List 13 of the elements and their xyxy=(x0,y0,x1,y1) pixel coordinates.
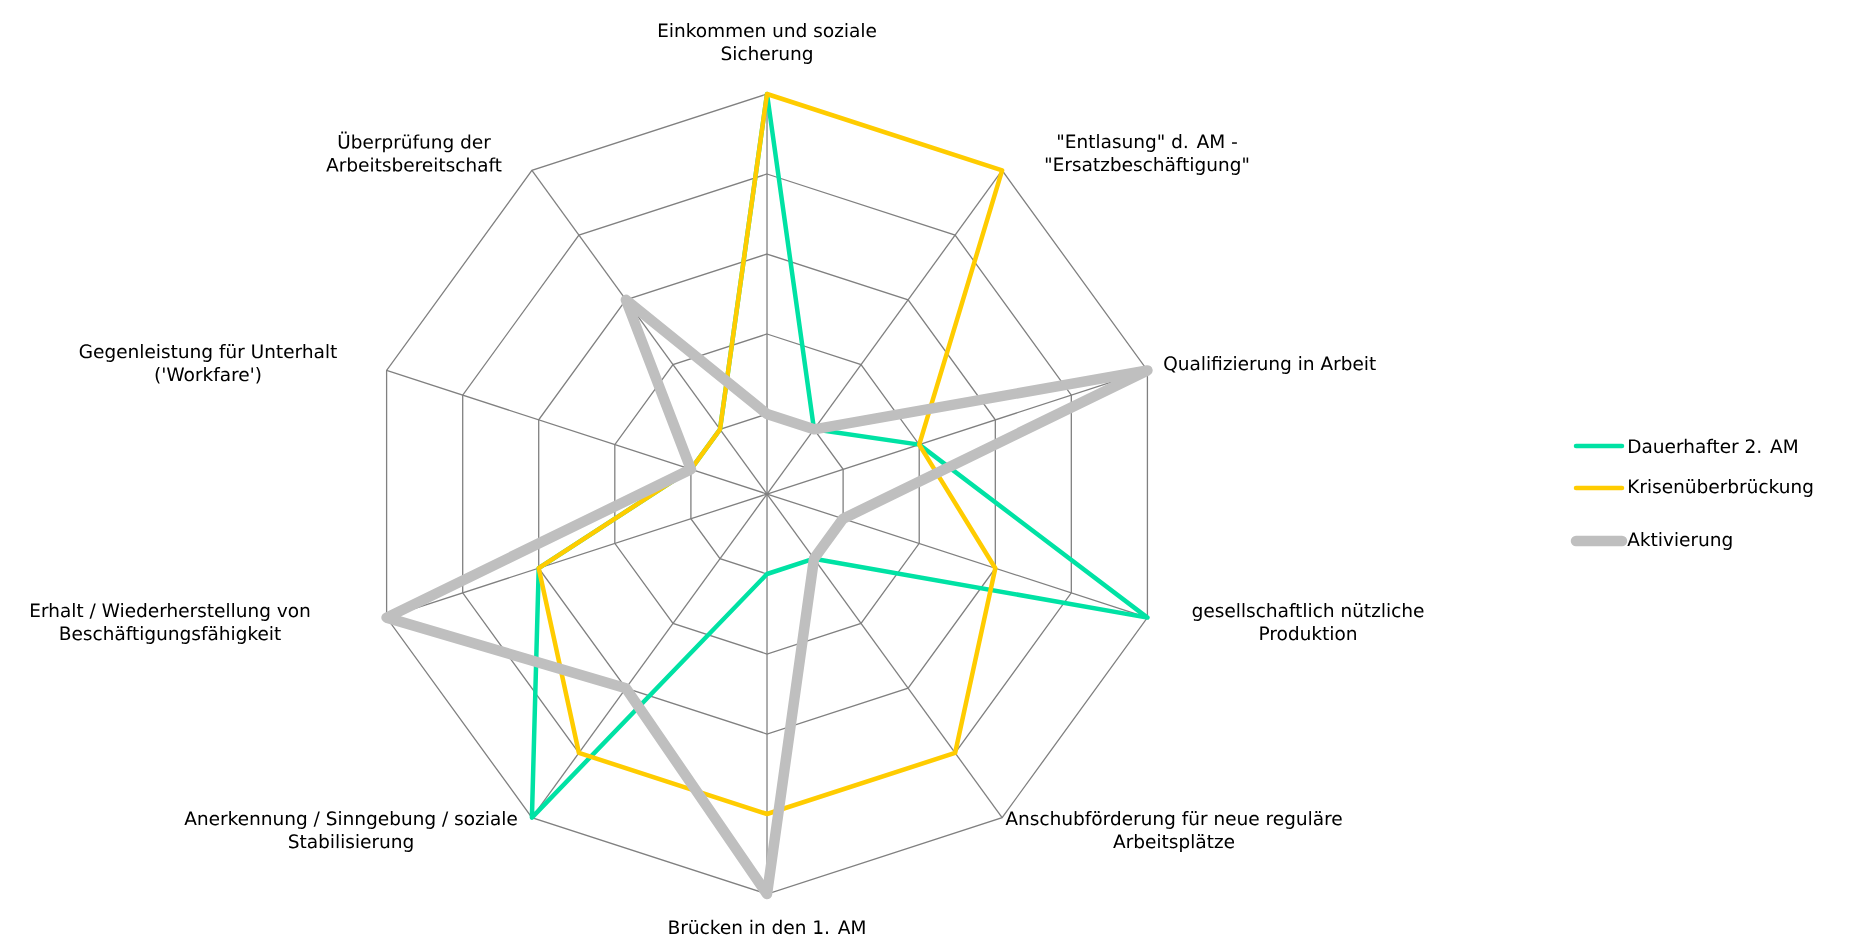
axis-label: gesellschaftlich nützliche Produktion xyxy=(1192,603,1424,641)
legend-label: Krisenüberbrückung xyxy=(1629,479,1813,497)
axis-label: Anschubförderung für neue reguläre Arbeitsplätze xyxy=(1005,811,1342,852)
axis-label: Brücken in den 1. AM xyxy=(669,919,865,935)
axis-label: Einkommen und soziale Sicherung xyxy=(659,23,876,64)
axis-label: Erhalt / Wiederherstellung von Beschäftigungsfähigkeit xyxy=(31,603,310,644)
legend-label: Dauerhafter 2. AM xyxy=(1629,438,1797,454)
axis-label: Gegenleistung für Unterhalt ('Workfare') xyxy=(79,344,337,384)
axis-label: "Entlasung" d. AM - "Ersatzbeschäftigung" xyxy=(1045,134,1249,175)
axis-label: Qualifizierung in Arbeit xyxy=(1164,356,1376,374)
axis-label: Anerkennung / Sinngebung / soziale Stabilisierung xyxy=(184,811,517,852)
axis-label: Überprüfung der Arbeitsbereitschaft xyxy=(326,131,502,172)
legend-label: Aktivierung xyxy=(1627,532,1732,550)
